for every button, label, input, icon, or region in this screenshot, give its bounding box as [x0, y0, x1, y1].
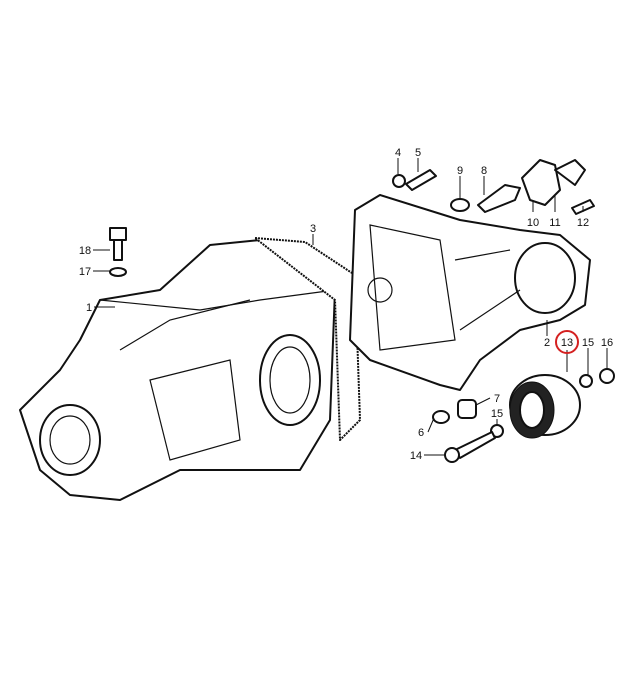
label-16: 16: [601, 337, 613, 349]
label-17: 17: [79, 266, 91, 278]
label-2: 2: [544, 337, 550, 349]
label-4: 4: [395, 147, 401, 159]
bushing-7: [457, 399, 477, 419]
highlight-circle-13: [555, 330, 579, 354]
label-3: 3: [310, 223, 316, 235]
washer-4: [392, 174, 406, 188]
bolt-18: [109, 227, 127, 277]
washer-15b: [579, 374, 593, 388]
washer-6: [432, 410, 450, 424]
label-1: 1: [86, 302, 92, 314]
label-18: 18: [79, 245, 91, 257]
label-11: 11: [549, 217, 560, 229]
label-13[interactable]: 13: [561, 337, 573, 349]
label-10: 10: [527, 217, 539, 229]
bracket-10-11: [521, 159, 586, 206]
oring-9: [450, 198, 470, 212]
leader-lines: [93, 158, 608, 456]
bolt-5: [405, 169, 437, 191]
label-15b: 15: [491, 408, 503, 420]
label-7: 7: [494, 393, 500, 405]
sensor-8: [477, 184, 521, 213]
cover: [349, 194, 591, 391]
label-12: 12: [577, 217, 589, 229]
label-14: 14: [410, 450, 422, 462]
label-5: 5: [415, 147, 421, 159]
differential-housing: [19, 239, 336, 501]
label-15: 15: [582, 337, 594, 349]
rubber-mount-13: [509, 374, 581, 439]
bolt-14: [444, 431, 496, 463]
label-9: 9: [457, 165, 463, 177]
gasket: [254, 237, 361, 441]
label-6: 6: [418, 427, 424, 439]
label-8: 8: [481, 165, 487, 177]
nut-16: [599, 368, 615, 384]
